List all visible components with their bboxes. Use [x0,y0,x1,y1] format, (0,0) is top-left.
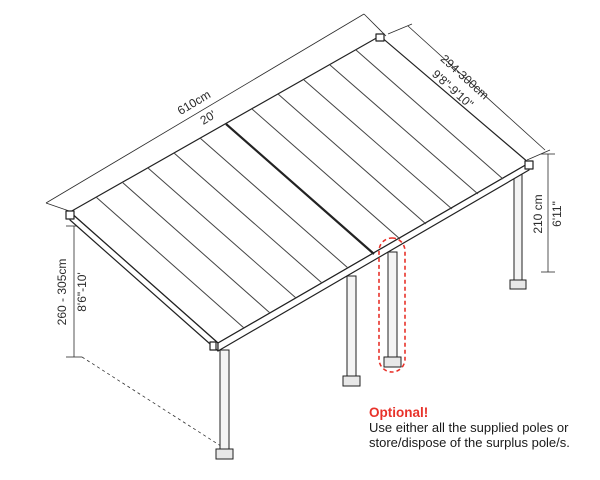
front-height-ground-guide [81,356,225,449]
rear-height-dimension: 210 cm 6'11" [531,153,564,273]
front-height-imperial-label: 8'6"-10' [75,272,89,312]
rear-post-base [509,279,527,290]
panel-line [173,152,323,284]
panel-line [147,167,297,299]
rear-post [513,169,523,281]
panel-line [355,49,504,180]
rear-height-metric-label: 210 cm [531,194,545,233]
width-extension-top [387,23,413,35]
length-dimension-line [45,13,365,204]
roof-center-joint [225,123,375,255]
panel-line [121,181,271,314]
length-imperial-label: 20' [198,108,219,128]
panel-line [251,108,401,240]
gutter-bracket [209,341,217,351]
roof-corner-cap-top [375,33,385,42]
panel-line [303,79,453,210]
front-post-left-base [215,448,234,460]
front-height-metric-label: 260 - 305cm [55,259,69,326]
panel-line [95,196,245,329]
width-dimension-line [407,25,546,151]
roof-panels [95,49,504,329]
front-posts [215,251,402,460]
panel-line [277,93,427,225]
optional-note: Optional! Use either all the supplied po… [369,405,594,450]
panel-line [199,137,349,269]
length-extension-right [363,13,387,37]
optional-note-title: Optional! [369,405,429,420]
rear-posts [509,169,527,290]
optional-pole-highlight [378,237,406,373]
front-post-middle-base [342,375,361,387]
front-post-left [219,349,230,451]
optional-note-line1: Use either all the supplied poles or [369,420,569,435]
optional-note-line2: store/dispose of the surplus pole/s. [369,435,570,450]
roof-corner-cap-left [65,210,75,220]
optional-post [387,251,398,359]
roof [65,33,534,352]
rear-height-imperial-label: 6'11" [550,201,564,227]
width-extension-bottom [526,149,551,161]
front-height-dimension: 260 - 305cm 8'6"-10' [55,225,225,449]
optional-post-base [383,356,402,368]
front-post-middle [346,275,357,377]
panel-line [329,64,479,195]
roof-corner-cap-right [524,160,534,170]
